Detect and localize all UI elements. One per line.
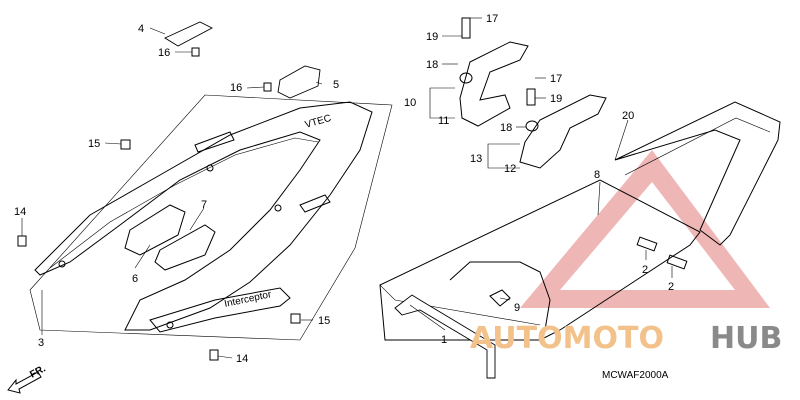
rear-panel-20	[614, 101, 781, 246]
callout-13: 13	[470, 153, 482, 165]
watermark-triangle	[520, 150, 770, 308]
callout-18b: 18	[500, 122, 512, 134]
clip-15b	[290, 313, 301, 324]
callout-4: 4	[138, 23, 144, 35]
bolt-16a	[191, 47, 200, 57]
bracket-9	[489, 289, 511, 307]
callout-6: 6	[132, 273, 138, 285]
seat-trim-1	[394, 294, 496, 379]
callout-19a: 19	[426, 31, 438, 43]
callout-15a: 15	[88, 138, 100, 150]
svg-text:FR.: FR.	[28, 363, 48, 380]
callout-14b: 14	[236, 353, 248, 365]
leader-lines	[21, 17, 673, 359]
screw-14a	[17, 235, 27, 247]
callout-12: 12	[504, 163, 516, 175]
seat-badge-text: VTEC	[304, 113, 333, 131]
callout-16b: 16	[230, 82, 242, 94]
callout-8: 8	[594, 169, 600, 181]
screw-14b	[209, 349, 219, 361]
callout-2a: 2	[642, 264, 648, 276]
callout-3: 3	[38, 337, 44, 349]
grab-rail-lower	[519, 88, 607, 169]
callout-14a: 14	[14, 206, 26, 218]
cowl-badge-text: Interceptor	[223, 289, 273, 310]
front-direction-arrow: FR.	[7, 363, 48, 394]
callout-20: 20	[622, 110, 634, 122]
watermark-logo: AUTOMOTO HUB	[470, 321, 782, 356]
diagram-code: MCWAF2000A	[602, 370, 669, 381]
callout-19b: 19	[550, 93, 562, 105]
callout-2b: 2	[668, 281, 674, 293]
callout-11: 11	[438, 115, 449, 127]
rubber-2a	[636, 236, 658, 252]
callout-16a: 16	[158, 47, 170, 59]
callout-18a: 18	[426, 59, 438, 71]
callout-17a: 17	[486, 13, 498, 25]
bolt-16b	[263, 82, 272, 92]
clip-15a	[120, 139, 131, 150]
svg-text:HUB: HUB	[710, 321, 782, 356]
callout-5: 5	[333, 79, 339, 91]
seat	[379, 179, 701, 341]
rubber-2b	[666, 254, 688, 270]
callout-9: 9	[514, 302, 520, 314]
svg-text:AUTOMOTO: AUTOMOTO	[470, 321, 664, 356]
cap-4	[164, 21, 213, 47]
callout-1: 1	[441, 334, 447, 346]
rear-cowl-assembly	[29, 94, 393, 341]
grab-rail-upper	[459, 17, 529, 127]
cap-5	[277, 65, 321, 99]
callout-17b: 17	[550, 73, 562, 85]
callout-7: 7	[201, 199, 207, 211]
callout-15b: 15	[318, 315, 330, 327]
callout-10: 10	[404, 97, 416, 109]
